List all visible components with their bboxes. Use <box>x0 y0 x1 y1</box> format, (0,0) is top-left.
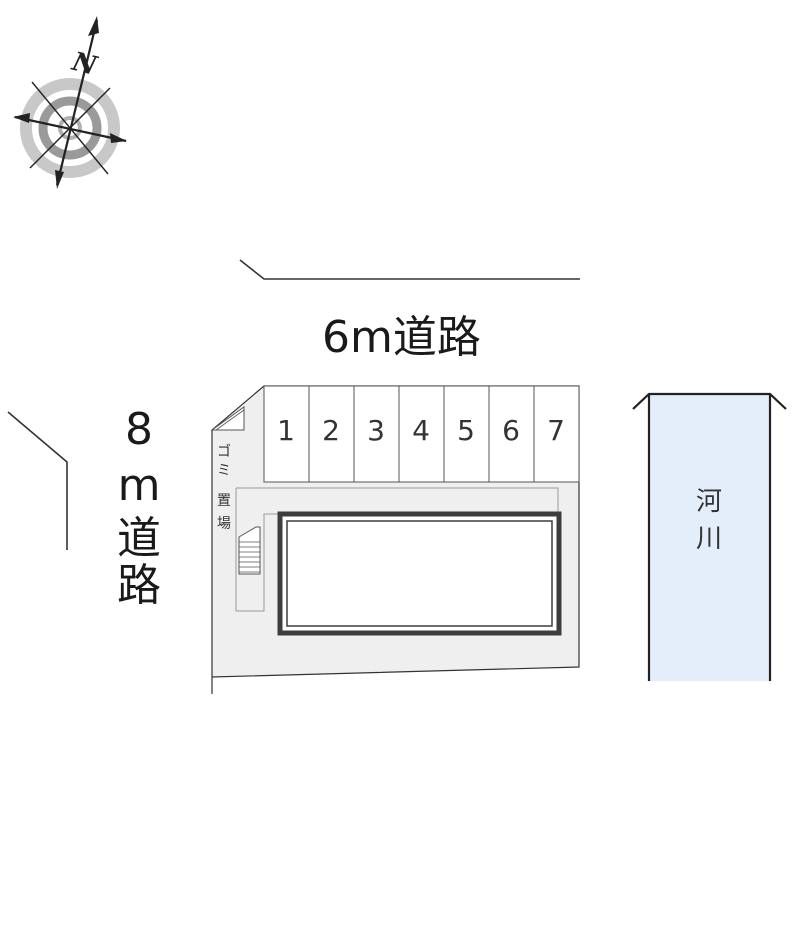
walkway-border <box>236 487 559 512</box>
compass-diag-2 <box>29 87 111 169</box>
garbage-label-char: ゴ <box>217 443 231 460</box>
garbage-area-hatch <box>215 409 245 431</box>
left-road-label-char: m <box>118 460 161 511</box>
river-label-char: 川 <box>696 524 722 554</box>
garbage-area-label: ゴ ミ 置 場 <box>217 443 231 532</box>
parking-space-2: 2 <box>322 414 340 447</box>
left-road-edge <box>7 411 68 550</box>
river-top-edge <box>632 392 787 410</box>
garbage-label-char: 場 <box>217 516 231 532</box>
river-water <box>649 395 770 681</box>
parking-space-3: 3 <box>367 414 385 447</box>
left-road-label-char: 路 <box>117 560 161 611</box>
parking-space-6: 6 <box>502 414 520 447</box>
building-inner-line <box>286 520 553 627</box>
compass-ns-axis <box>55 19 99 186</box>
compass-north-label: N <box>68 47 100 82</box>
parking-space-4: 4 <box>412 414 430 447</box>
compass-east-arrow-icon <box>110 133 127 143</box>
stairs-icon <box>238 526 261 575</box>
compass-north-arrow-icon <box>88 16 99 36</box>
compass-west-arrow-icon <box>13 113 30 123</box>
parking-dividers <box>308 386 535 482</box>
top-road-label: 6m道路 <box>322 312 481 363</box>
parking-area <box>263 385 580 483</box>
parking-space-5: 5 <box>457 414 475 447</box>
compass-rose-icon: N <box>13 16 127 189</box>
left-road-label: 8 m 道 路 <box>117 404 161 611</box>
parking-space-numbers: 1 2 3 4 5 6 7 <box>277 414 565 447</box>
top-road-edge <box>239 259 580 280</box>
parking-space-1: 1 <box>277 414 295 447</box>
walkway-border-left <box>235 488 280 612</box>
garbage-label-char: ミ <box>217 463 231 479</box>
parking-space-7: 7 <box>547 414 565 447</box>
river: 河 川 <box>632 392 787 681</box>
left-road-label-char: 道 <box>117 513 161 564</box>
building <box>277 511 562 636</box>
compass-south-arrow-icon <box>55 170 64 189</box>
river-label-char: 河 <box>696 487 722 517</box>
garbage-label-char: 置 <box>217 493 231 509</box>
garbage-area-corner <box>210 406 245 431</box>
left-road-label-char: 8 <box>125 404 153 455</box>
